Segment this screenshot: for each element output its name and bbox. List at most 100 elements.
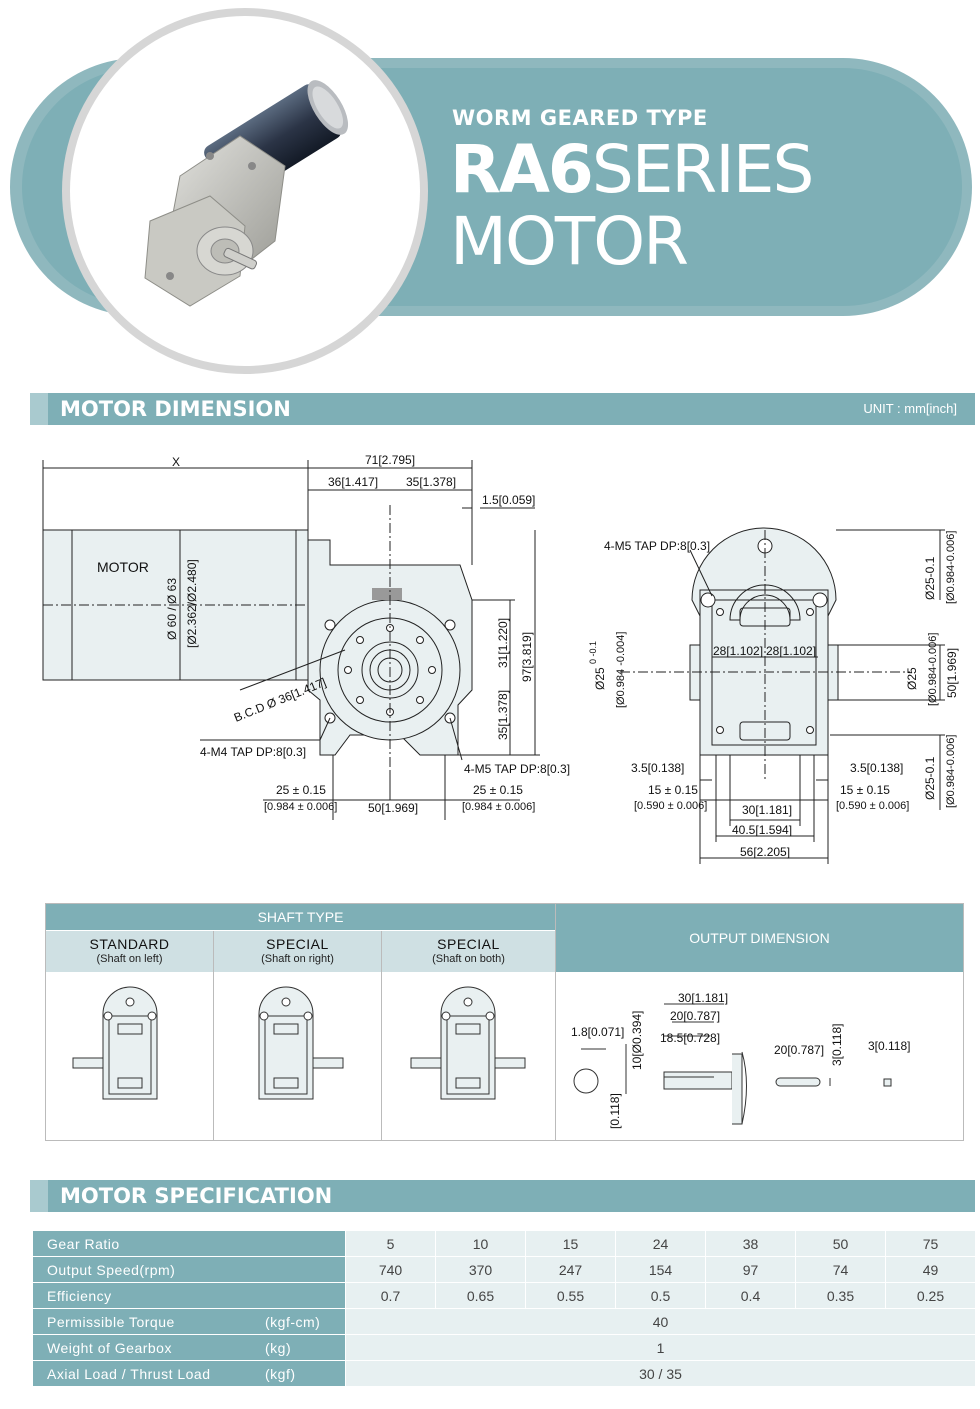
dim-20-shaft: 20[0.787]	[670, 1009, 720, 1023]
shaft-type-note: (Shaft on both)	[432, 953, 505, 965]
series-label: SERIES	[591, 131, 815, 208]
dimension-section-title: MOTOR DIMENSION	[60, 397, 291, 421]
table-cell: 75	[885, 1231, 975, 1257]
row-label: Weight of Gearbox	[33, 1334, 265, 1361]
tap-m4-label: 4-M4 TAP DP:8[0.3]	[200, 745, 306, 759]
dim-phi25-bottom-inch: [Ø0.984-0.006]	[945, 735, 957, 808]
hero-title: RA6SERIES	[450, 131, 815, 208]
row-label: Output Speed(rpm)	[33, 1256, 265, 1283]
table-cell: 5	[345, 1231, 436, 1257]
bcd-label: B.C.D Ø 36[1.417]	[232, 675, 328, 725]
dimension-section-bar: MOTOR DIMENSION UNIT : mm[inch]	[30, 393, 975, 425]
shaft-type-header: SHAFT TYPE	[46, 904, 555, 930]
dim-18-5: 18.5[0.728]	[660, 1031, 720, 1045]
table-cell: 0.55	[525, 1282, 616, 1309]
table-cell: 247	[525, 1256, 616, 1283]
shaft-type-note: (Shaft on left)	[96, 953, 163, 965]
dim-3-5-left: 3.5[0.138]	[631, 761, 684, 775]
table-cell: 0.65	[435, 1282, 526, 1309]
dim-1-5: 1.5[0.059]	[482, 493, 535, 507]
table-cell: 10	[435, 1231, 526, 1257]
dim-30: 30[1.181]	[742, 803, 792, 817]
output-dimension-illustration	[573, 1003, 892, 1125]
dim-25-left: 25 ± 0.15	[276, 783, 326, 797]
front-view-drawing	[620, 527, 945, 864]
dim-40-5: 40.5[1.594]	[732, 823, 792, 837]
divider	[213, 931, 214, 1140]
dim-56: 56[2.205]	[740, 845, 790, 859]
dim-28-left: 28[1.102]	[713, 644, 763, 658]
table-cell: 38	[705, 1231, 796, 1257]
row-label: Efficiency	[33, 1282, 265, 1309]
shaft-type-standard: STANDARD (Shaft on left)	[46, 931, 213, 972]
dim-15-right-inch: [0.590 ± 0.006]	[836, 800, 909, 812]
dim-25-right-inch: [0.984 ± 0.006]	[462, 801, 535, 813]
label-motor: MOTOR	[97, 559, 149, 575]
output-dimension-labels: 1.8[0.071] 10[Ø0.394] [0.118] 30[1.181] …	[571, 991, 910, 1129]
gearbox-special-right-illustration	[258, 986, 344, 1100]
dim-phi25-left-tol: 0 -0.1	[588, 641, 598, 664]
front-view-labels: 4-M5 TAP DP:8[0.3] 28[1.102] 28[1.102] Ø…	[588, 531, 959, 859]
dim-phi25-bottom: Ø25-0.1	[923, 756, 937, 800]
row-unit: (kg)	[265, 1334, 346, 1361]
dim-20-key: 20[0.787]	[774, 1043, 824, 1057]
dim-phi25-mid-inch: [Ø0.984-0.006]	[927, 633, 939, 706]
dim-36: 36[1.417]	[328, 475, 378, 489]
table-cell: 0.5	[615, 1282, 706, 1309]
gearbox-special-both-illustration	[410, 986, 526, 1100]
table-row: Permissible Torque (kgf-cm) 40	[33, 1308, 975, 1335]
dim-25-right: 25 ± 0.15	[473, 783, 523, 797]
spec-section-title: MOTOR SPECIFICATION	[60, 1184, 333, 1208]
shaft-type-title: STANDARD	[89, 936, 170, 952]
dim-50-front: 50[1.969]	[945, 648, 959, 698]
shaft-type-table: SHAFT TYPE OUTPUT DIMENSION STANDARD (Sh…	[45, 903, 964, 1141]
dim-15-left: 15 ± 0.15	[648, 783, 698, 797]
spec-table: Gear Ratio 5 10 15 24 38 50 75 Output Sp…	[33, 1231, 975, 1387]
divider	[555, 904, 556, 1140]
shaft-type-drawings: 1.8[0.071] 10[Ø0.394] [0.118] 30[1.181] …	[72, 986, 910, 1129]
dim-phi25-top: Ø25-0.1	[923, 556, 937, 600]
row-unit	[265, 1231, 346, 1257]
dim-10: 10[Ø0.394]	[630, 1011, 644, 1070]
table-cell: 740	[345, 1256, 436, 1283]
hero-product: MOTOR	[450, 203, 689, 280]
shaft-type-special-both: SPECIAL (Shaft on both)	[382, 931, 555, 972]
shaft-type-title: SPECIAL	[266, 936, 329, 952]
shaft-type-title: SPECIAL	[437, 936, 500, 952]
shaft-type-special-right: SPECIAL (Shaft on right)	[214, 931, 381, 972]
dim-15-left-inch: [0.590 ± 0.006]	[634, 800, 707, 812]
dim-3-vertical: [0.118]	[608, 1093, 622, 1129]
table-cell: 0.7	[345, 1282, 436, 1309]
row-label: Axial Load / Thrust Load	[33, 1360, 265, 1387]
dim-71: 71[2.795]	[365, 453, 415, 467]
dim-3-5-right: 3.5[0.138]	[850, 761, 903, 775]
unit-label: UNIT : mm[inch]	[863, 401, 957, 416]
dim-phi25-left: Ø25	[593, 667, 607, 690]
dim-phi25-mid: Ø25	[905, 667, 919, 690]
dim-3-key: 3[0.118]	[830, 1024, 844, 1066]
table-cell: 50	[795, 1231, 886, 1257]
dimension-drawings: X MOTOR 71[2.795] 36[1.417] 35[1.378] 1.…	[42, 453, 959, 864]
row-unit	[265, 1256, 346, 1283]
table-cell: 30 / 35	[345, 1360, 975, 1387]
dim-phi25-left-inch: [Ø0.984 -0.004]	[615, 632, 627, 708]
table-row: Output Speed(rpm) 740 370 247 154 97 74 …	[33, 1256, 975, 1283]
section-accent	[30, 1180, 48, 1212]
table-row: Gear Ratio 5 10 15 24 38 50 75	[33, 1231, 975, 1257]
dim-97: 97[3.819]	[520, 632, 534, 682]
side-view-drawing	[42, 460, 540, 820]
table-cell: 15	[525, 1231, 616, 1257]
table-cell: 0.4	[705, 1282, 796, 1309]
spec-section-bar: MOTOR SPECIFICATION	[30, 1180, 975, 1212]
tap-m5-label: 4-M5 TAP DP:8[0.3]	[464, 762, 570, 776]
label-x: X	[172, 455, 180, 469]
gearbox-standard-illustration	[72, 986, 158, 1100]
row-unit	[265, 1282, 346, 1309]
dim-35-vertical: 35[1.378]	[496, 690, 510, 740]
dim-3-square: 3[0.118]	[868, 1039, 910, 1053]
dim-diameter: Ø 60 / Ø 63	[165, 578, 179, 640]
hero-subtitle: WORM GEARED TYPE	[452, 106, 708, 130]
row-label: Permissible Torque	[33, 1308, 265, 1335]
dim-28-right: 28[1.102]	[766, 644, 816, 658]
row-label: Gear Ratio	[33, 1231, 265, 1257]
